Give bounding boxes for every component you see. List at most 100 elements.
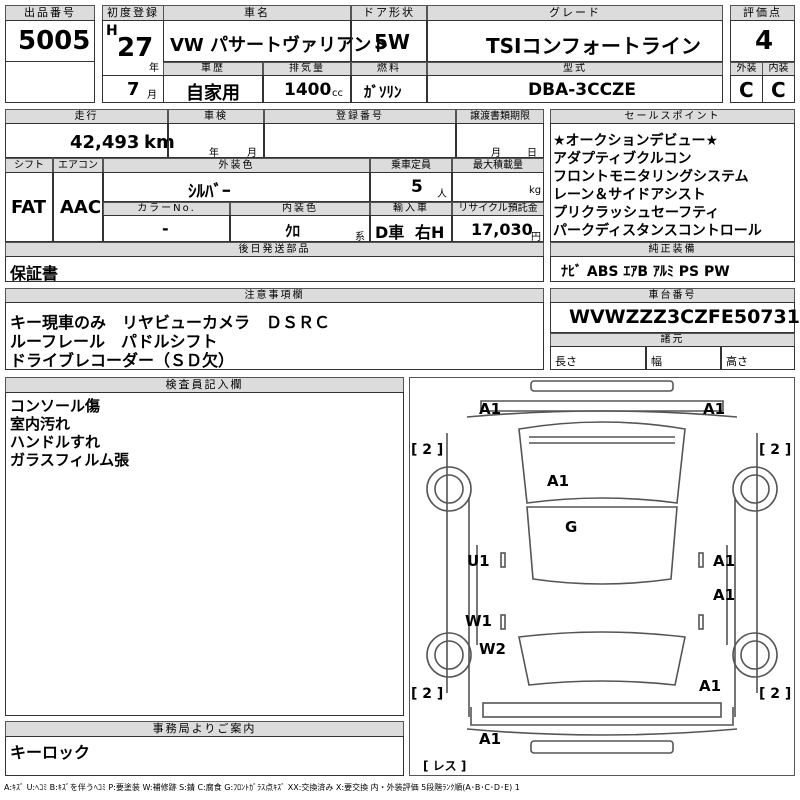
grade-cell: TSIコンフォートライン bbox=[427, 20, 723, 62]
mark-door-left-front: U1 bbox=[467, 552, 490, 570]
mark-door-right-rear: A1 bbox=[713, 586, 735, 604]
seats-cell: 5 人 bbox=[370, 172, 452, 202]
mark-quarter-right: A1 bbox=[699, 677, 721, 695]
hood-lines bbox=[529, 436, 675, 444]
sales-header: セールスポイント bbox=[550, 109, 795, 124]
wheel-front-left bbox=[426, 466, 472, 512]
dim-width: 幅 bbox=[651, 355, 662, 368]
intcolor: ｸﾛ bbox=[285, 222, 301, 240]
ext-header: 外装 bbox=[730, 62, 763, 76]
notes-cell: キー現車のみ リヤビューカメラ ＤＳＲＣ ルーフレール パドルシフト ドライブレ… bbox=[5, 302, 544, 370]
trunk-outline bbox=[470, 707, 734, 726]
sales-line: プリクラッシュセーフティ bbox=[553, 205, 720, 221]
ac: AAC bbox=[60, 197, 102, 218]
handle-right-rear bbox=[698, 614, 704, 630]
mark-door-right-front: A1 bbox=[713, 552, 735, 570]
mark-front-right: A1 bbox=[703, 400, 725, 418]
model-header: 型式 bbox=[427, 62, 723, 76]
import-d: D車 bbox=[375, 223, 405, 242]
wheel-front-left-inner bbox=[434, 474, 464, 504]
reg-year: 27 bbox=[117, 33, 154, 63]
later-parts: 保証書 bbox=[10, 264, 59, 283]
vin-cell: WVWZZZ3CZFE507312 bbox=[550, 302, 800, 333]
front-bumper-outline bbox=[530, 380, 674, 392]
reg-month-cell: 7 月 bbox=[102, 75, 164, 103]
name-cell: VW パサートヴァリアント bbox=[163, 20, 389, 62]
hood-front-line bbox=[466, 410, 738, 418]
door-inner-line bbox=[476, 545, 728, 645]
history: 自家用 bbox=[186, 83, 240, 104]
door-outline bbox=[468, 497, 736, 717]
sales-line: アダプティブクルコン bbox=[553, 151, 692, 167]
later-cell: 保証書 bbox=[5, 256, 544, 283]
seats-unit: 人 bbox=[437, 189, 447, 200]
disp-header: 排気量 bbox=[263, 62, 351, 76]
wheel-rear-right-inner bbox=[740, 640, 770, 670]
transfer-cell: 月 日 bbox=[456, 123, 544, 159]
colorno-cell: - bbox=[103, 215, 230, 242]
mileage-header: 走行 bbox=[5, 109, 168, 124]
seats-header: 乗車定員 bbox=[370, 158, 452, 173]
recycle-header: リサイクル預託金 bbox=[452, 202, 544, 216]
wheel-rear-right bbox=[732, 632, 778, 678]
plate-header: 登録番号 bbox=[264, 109, 456, 124]
shift: FAT bbox=[11, 197, 47, 218]
fuel: ｶﾞｿﾘﾝ bbox=[364, 83, 402, 101]
model-cell: DBA-3CCZE bbox=[427, 75, 723, 103]
color: ｼﾙﾊﾞｰ bbox=[188, 182, 231, 202]
int-grade: C bbox=[771, 78, 786, 102]
handle-left-front bbox=[500, 552, 506, 568]
transfer-day: 日 bbox=[527, 148, 537, 159]
import-h: 右H bbox=[415, 223, 445, 242]
equipment: ﾅﾋﾞ ABS ｴｱB ｱﾙﾐ PS PW bbox=[561, 264, 730, 280]
reg-month-unit: 月 bbox=[147, 90, 157, 101]
dim-len: 長さ bbox=[555, 355, 577, 368]
color-cell: ｼﾙﾊﾞｰ bbox=[103, 172, 370, 202]
sales-cell: ★オークションデビュー★ アダプティブクルコン フロントモニタリングシステム レ… bbox=[550, 123, 795, 242]
score-header: 評価点 bbox=[730, 5, 795, 21]
recycle-unit: 円 bbox=[531, 232, 541, 243]
score-cell: 4 bbox=[730, 20, 795, 62]
transfer-month: 月 bbox=[491, 148, 501, 159]
inspector-line: ハンドルすれ bbox=[10, 433, 101, 451]
lot-number: 5005 bbox=[18, 26, 91, 56]
dim-header: 諸元 bbox=[550, 333, 795, 347]
mileage-unit: km bbox=[144, 132, 175, 153]
office-cell: キーロック bbox=[5, 736, 404, 776]
handle-left-rear bbox=[500, 614, 506, 630]
notes-line: ルーフレール パドルシフト bbox=[10, 332, 218, 351]
inspector-header: 検査員記入欄 bbox=[5, 377, 404, 393]
office-text: キーロック bbox=[10, 743, 91, 762]
mark-hood: A1 bbox=[547, 472, 569, 490]
history-cell: 自家用 bbox=[163, 75, 263, 104]
ext-cell: C bbox=[730, 75, 763, 103]
rear-bumper-line bbox=[466, 728, 738, 736]
lot-blank bbox=[5, 61, 95, 103]
ac-cell: AAC bbox=[53, 172, 103, 242]
mark-quarter-left: W2 bbox=[479, 640, 506, 658]
mileage: 42,493 bbox=[70, 132, 140, 153]
later-header: 後日発送部品 bbox=[5, 242, 544, 257]
disp-unit: cc bbox=[332, 88, 343, 99]
vin-header: 車台番号 bbox=[550, 288, 795, 303]
fuel-header: 燃料 bbox=[351, 62, 427, 76]
office-header: 事務局よりご案内 bbox=[5, 721, 404, 737]
dim-width-cell: 幅 bbox=[646, 346, 721, 370]
mark-front-left: A1 bbox=[479, 400, 501, 418]
vin: WVWZZZ3CZFE507312 bbox=[569, 306, 800, 328]
lot-cell: 5005 bbox=[5, 20, 95, 62]
equip-cell: ﾅﾋﾞ ABS ｴｱB ｱﾙﾐ PS PW bbox=[550, 256, 795, 282]
score: 4 bbox=[755, 26, 774, 56]
reg-header: 初度登録 bbox=[102, 5, 164, 21]
int-cell: C bbox=[762, 75, 795, 103]
intcolor-unit: 系 bbox=[355, 232, 365, 243]
plate-cell bbox=[264, 123, 456, 158]
sales-line: レーン＆サイドアシスト bbox=[553, 187, 706, 203]
front-spoiler-outline bbox=[480, 400, 724, 412]
inspector-cell: コンソール傷 室内汚れ ハンドルすれ ガラスフィルム張 bbox=[5, 392, 404, 716]
inspect-year: 年 bbox=[209, 148, 219, 159]
reg-month: 7 bbox=[127, 79, 140, 100]
import-cell: D車 右H bbox=[370, 215, 452, 242]
inspect-header: 車検 bbox=[168, 109, 264, 124]
notes-header: 注意事項欄 bbox=[5, 288, 544, 303]
